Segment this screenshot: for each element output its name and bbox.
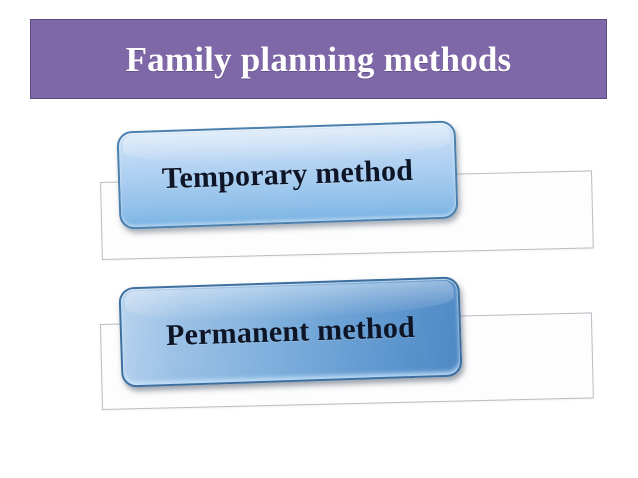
node-temporary-method-label: Temporary method — [161, 153, 414, 196]
node-temporary-method[interactable]: Temporary method — [116, 120, 459, 230]
slide-title-banner: Family planning methods — [30, 19, 607, 99]
node-permanent-method-label: Permanent method — [165, 310, 416, 353]
page-title: Family planning methods — [125, 39, 512, 79]
node-permanent-method[interactable]: Permanent method — [118, 276, 463, 388]
